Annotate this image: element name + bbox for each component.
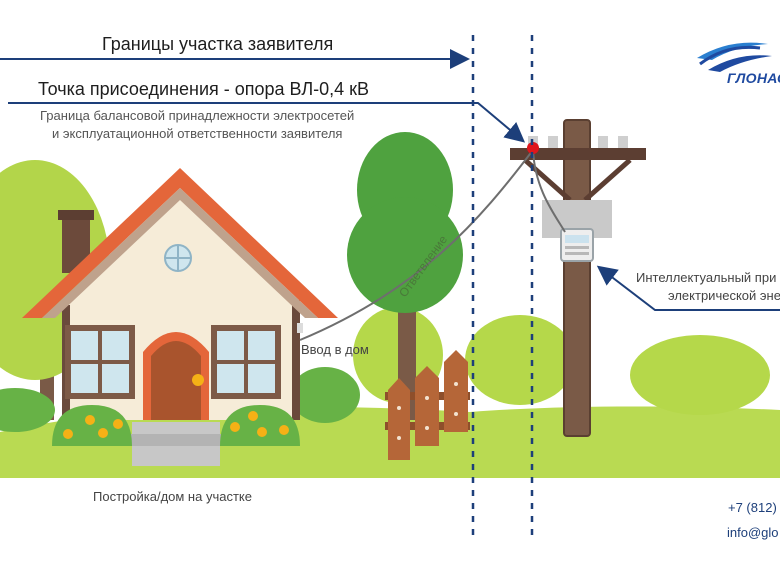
connection-point-arrow [8,102,526,143]
site-boundary-label: Границы участка заявителя [102,34,334,54]
house [22,168,338,466]
balance-boundary-line2: и эксплуатационной ответственности заяви… [52,126,343,141]
utility-pole [510,119,646,437]
bush-left [0,388,55,432]
contact-email[interactable]: info@glo [727,525,779,540]
bg-bush-3 [630,335,770,415]
bush-right [290,367,360,423]
meter-wire [532,149,566,233]
connection-point-marker [527,142,539,154]
door-knob [192,374,204,386]
logo-text: ГЛОНАСС [727,70,780,86]
meter-arrow [596,265,780,311]
meter-label-line1: Интеллектуальный при [636,270,777,285]
step-1 [132,422,220,434]
contact-phone[interactable]: +7 (812) [728,500,777,515]
flower-bush-right [220,405,300,446]
glonass-logo-icon [697,42,772,72]
smart-meter-icon [560,228,594,262]
house-input-label: Ввод в дом [301,342,369,357]
step-3 [132,446,220,466]
service-wire-branch [299,149,534,341]
meter-label-line2: электрической эне [668,288,780,303]
balance-boundary-line1: Граница балансовой принадлежности электр… [40,108,355,123]
connection-point-label: Точка присоединения - опора ВЛ-0,4 кВ [38,79,370,99]
fence [385,350,470,460]
step-2 [128,434,224,446]
flower-bush-left [52,405,132,446]
middle-tree [347,132,463,420]
house-input-insulator [297,323,303,333]
building-label: Постройка/дом на участке [93,489,252,504]
bg-bush-2 [465,315,575,405]
